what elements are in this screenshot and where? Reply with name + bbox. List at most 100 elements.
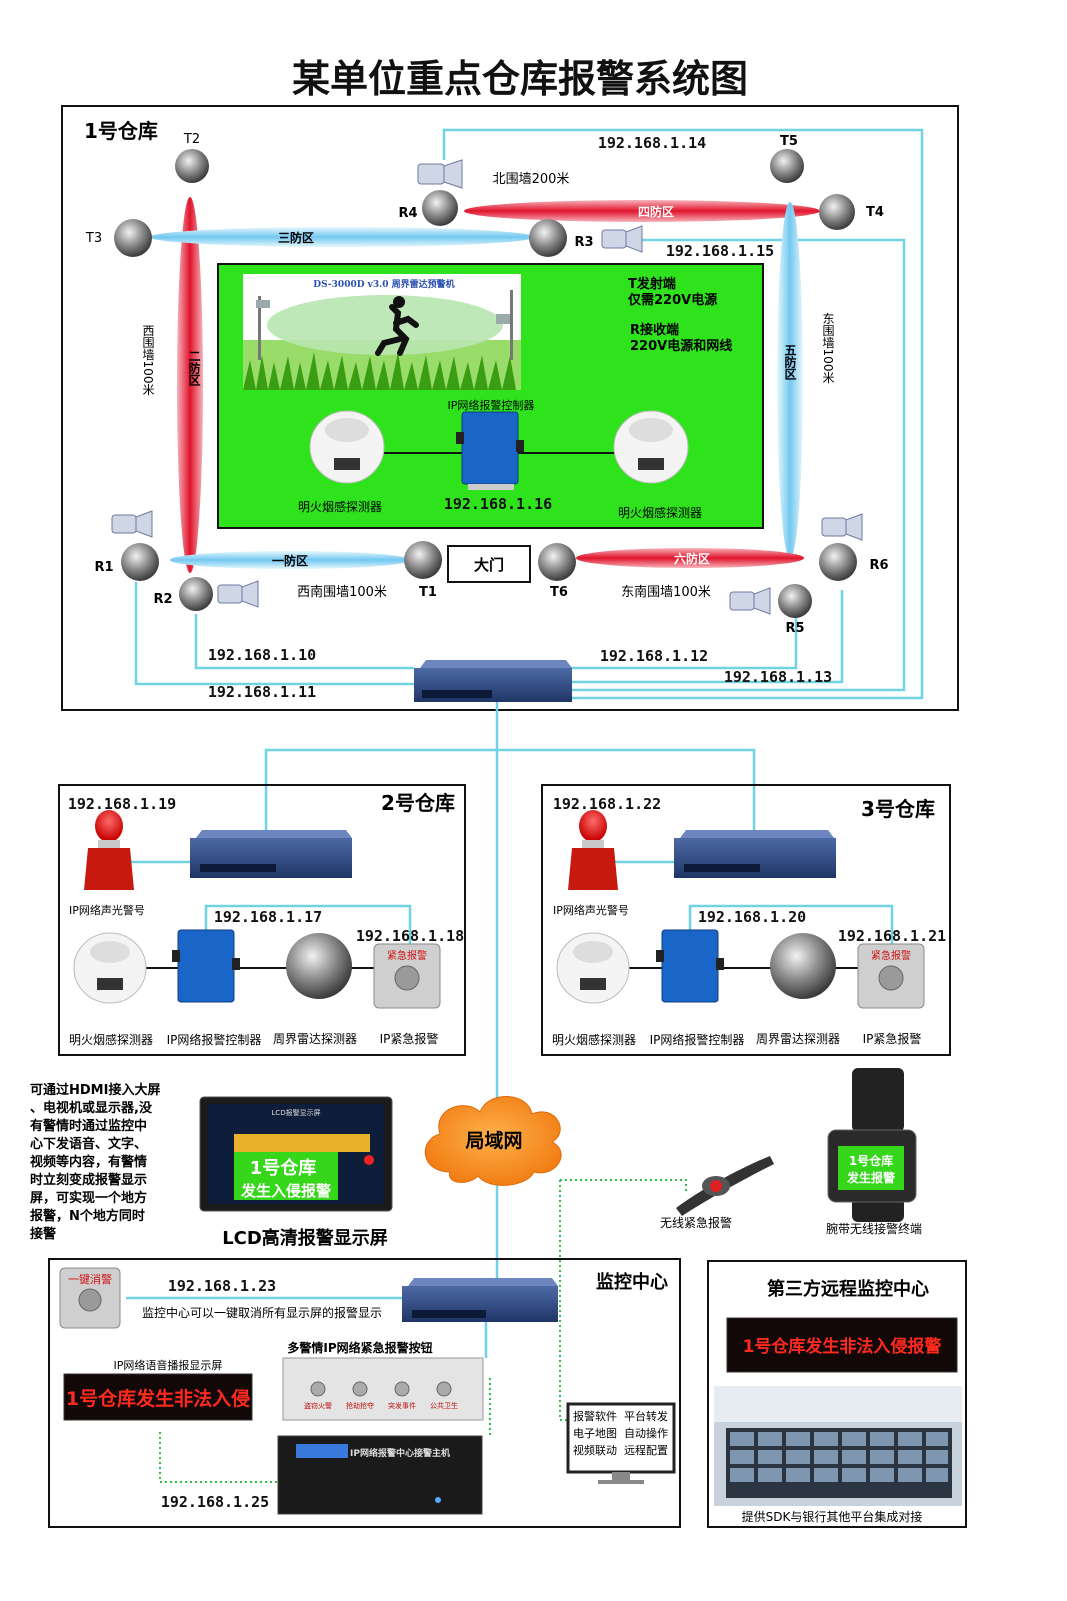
control-room-photo	[714, 1386, 962, 1506]
detector-r6	[819, 543, 857, 581]
label-r3: R3	[574, 235, 593, 250]
wh1-cables	[134, 128, 924, 700]
hdmi-note-line-6: 时立刻变成报警显示	[30, 1172, 147, 1188]
speaker-r1	[111, 510, 153, 538]
ip-20: 192.168.1.20	[698, 908, 806, 926]
detector-r4	[422, 190, 458, 226]
speaker-r3	[601, 225, 643, 253]
monitor-text-4: 自动操作	[624, 1426, 668, 1440]
alarm-host: IP网络报警中心接警主机	[277, 1435, 483, 1515]
cancel-note: 监控中心可以一键取消所有显示屏的报警显示	[142, 1305, 382, 1320]
detector-t3	[114, 219, 152, 257]
zone-5-label: 五防区	[783, 344, 797, 381]
cancel-alarm-text: 一键消警	[68, 1272, 112, 1286]
ip-15: 192.168.1.15	[666, 242, 774, 260]
label-t4: T4	[866, 205, 884, 220]
hdmi-note-line-1: 可通过HDMI接入大屏	[30, 1082, 160, 1098]
zone-4-label: 四防区	[638, 204, 674, 219]
wh2-emergency-button: 紧急报警	[373, 943, 441, 1009]
ip-22: 192.168.1.22	[553, 795, 661, 813]
wh2-radar-label: 周界雷达探测器	[273, 1032, 357, 1046]
speaker-r4	[417, 159, 463, 189]
hdmi-note: 可通过HDMI接入大屏 、电视机或显示器,没 有警情时通过监控中 心下发语音、文…	[30, 1082, 160, 1242]
ip-21: 192.168.1.21	[838, 927, 946, 945]
wh1-speakers	[111, 159, 863, 615]
detector-t4	[819, 194, 855, 230]
hdmi-note-line-2: 、电视机或显示器,没	[30, 1100, 153, 1116]
ip-18: 192.168.1.18	[356, 927, 464, 945]
wh1-controller-label: IP网络报警控制器	[448, 398, 535, 412]
wh2-switch	[190, 830, 352, 878]
label-t2: T2	[183, 132, 200, 147]
warehouse-3-title: 3号仓库	[861, 797, 935, 821]
wh1-controller	[456, 411, 524, 490]
remote-sdk-note: 提供SDK与银行其他平台集成对接	[742, 1509, 923, 1524]
wh3-radar-detector	[770, 933, 836, 999]
zone-1-beam	[170, 551, 410, 569]
panel-button-2: 抢劫抢夺	[346, 1401, 374, 1410]
zone-4-beam	[464, 200, 820, 222]
t-note-line2: 仅需220V电源	[627, 292, 717, 308]
wh3-smoke-label: 明火烟感探测器	[552, 1032, 636, 1047]
multi-alarm-panel: 盗窃火警 抢劫抢夺 突发事件 公共卫生	[282, 1357, 484, 1421]
detector-t2	[175, 149, 209, 183]
wh2-siren	[84, 810, 134, 890]
wh2-button-label: IP紧急报警	[380, 1031, 439, 1046]
wh1-switch	[414, 660, 572, 702]
voice-led-display: 1号仓库发生非法入侵	[63, 1373, 253, 1421]
wrist-screen-line1: 1号仓库	[849, 1153, 893, 1168]
label-t5: T5	[780, 134, 798, 149]
radar-banner-title: DS-3000D v3.0 周界雷达预警机	[313, 278, 454, 290]
wall-southwest: 西南围墙100米	[297, 584, 387, 600]
speaker-r5	[729, 587, 771, 615]
page-title: 某单位重点仓库报警系统图	[292, 57, 748, 101]
detector-t5	[770, 149, 804, 183]
wh3-emergency-button: 紧急报警	[857, 943, 925, 1009]
ip-17: 192.168.1.17	[214, 908, 322, 926]
monitor-text-3: 电子地图	[573, 1427, 617, 1440]
center-switch	[402, 1278, 558, 1322]
label-r6: R6	[869, 558, 888, 573]
cancel-alarm-button: 一键消警	[59, 1267, 121, 1329]
label-r1: R1	[94, 560, 113, 575]
wh3-smoke-detector	[556, 932, 630, 1004]
ip-25: 192.168.1.25	[161, 1493, 269, 1511]
wh3-siren	[568, 810, 618, 890]
wh3-controller-label: IP网络报警控制器	[650, 1032, 745, 1047]
cable-r1	[134, 582, 414, 686]
lcd-screen-line2: 发生入侵报警	[240, 1182, 331, 1200]
cable-r3	[570, 238, 906, 692]
remote-center-title: 第三方远程监控中心	[767, 1278, 929, 1300]
hdmi-note-line-3: 有警情时通过监控中	[30, 1118, 147, 1134]
ip-10: 192.168.1.10	[208, 646, 316, 664]
wh3-controller	[656, 929, 724, 1003]
remote-led-text: 1号仓库发生非法入侵报警	[743, 1336, 942, 1357]
cable-r4	[442, 128, 924, 700]
wh2-controller	[172, 929, 240, 1003]
detector-r5	[778, 584, 812, 618]
t-note-line1: T发射端	[628, 276, 676, 292]
detector-r1	[121, 543, 159, 581]
wall-southeast: 东南围墙100米	[621, 584, 711, 600]
zone-3-label: 三防区	[278, 230, 314, 245]
wall-east: 东围墙100米	[821, 312, 835, 383]
ip-13: 192.168.1.13	[724, 668, 832, 686]
backbone-cables	[264, 702, 756, 1280]
label-r4: R4	[398, 206, 417, 221]
wall-west: 西围墙100米	[141, 325, 155, 396]
warehouse-1-frame	[61, 105, 959, 711]
detector-t1	[404, 541, 442, 579]
ip-23: 192.168.1.23	[168, 1277, 276, 1295]
hdmi-note-line-8: 报警，N个地方同时	[30, 1208, 145, 1224]
r-note-line2: 220V电源和网线	[630, 338, 732, 354]
wh1-smoke-left-label: 明火烟感探测器	[298, 499, 382, 514]
hdmi-note-line-5: 视频等内容，有警情	[30, 1154, 147, 1170]
speaker-r2	[217, 580, 259, 608]
ip-12: 192.168.1.12	[600, 647, 708, 665]
voice-led-text: 1号仓库发生非法入侵	[66, 1387, 250, 1410]
gate-box	[447, 545, 531, 583]
detector-t6	[538, 543, 576, 581]
lan-cloud: 局域网	[424, 1096, 562, 1186]
panel-title: 多警情IP网络紧急报警按钮	[287, 1340, 432, 1355]
wh3-switch	[674, 830, 836, 878]
